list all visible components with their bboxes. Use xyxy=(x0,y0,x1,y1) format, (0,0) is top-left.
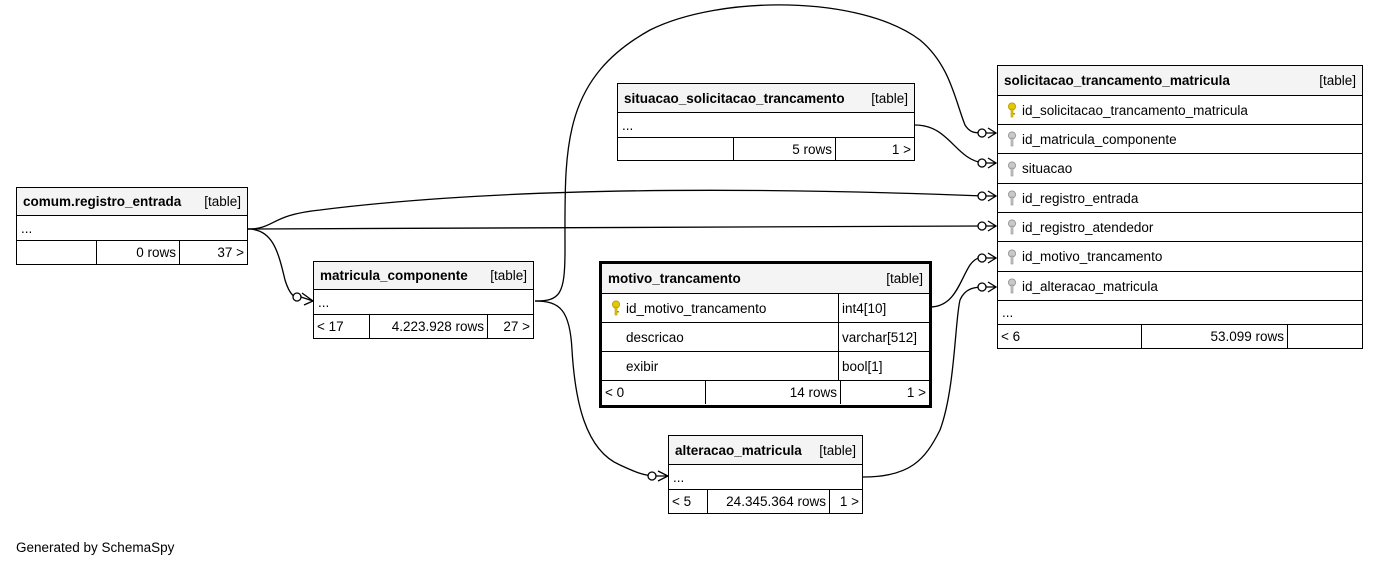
table-matricula-componente[interactable]: matricula_componente [table] ... < 17 4.… xyxy=(313,261,534,339)
column-type: varchar[512] xyxy=(838,323,925,351)
column-name: exibir xyxy=(626,358,659,374)
stat-children: 1 > xyxy=(906,385,926,400)
stat-children xyxy=(1288,325,1362,348)
stats-row: < 0 14 rows 1 > xyxy=(602,381,929,404)
column-row[interactable]: id_alteracao_matricula xyxy=(998,272,1362,301)
edge-alteracao-fk xyxy=(862,286,985,478)
stat-rows: 5 rows xyxy=(734,138,836,160)
table-header[interactable]: alteracao_matricula [table] xyxy=(669,436,862,465)
stats-row: 5 rows 1 > xyxy=(618,138,914,160)
edge-matricula-componente xyxy=(534,4,985,302)
table-header[interactable]: motivo_trancamento [table] xyxy=(602,264,929,294)
column-row[interactable]: id_motivo_trancamento int4[10] xyxy=(602,294,929,323)
table-type: [table] xyxy=(819,442,856,458)
table-header[interactable]: comum.registro_entrada [table] xyxy=(17,188,247,216)
stat-children: 27 > xyxy=(503,319,530,334)
column-name: id_matricula_componente xyxy=(1022,131,1177,147)
column-name: id_alteracao_matricula xyxy=(1022,278,1158,294)
stats-row: < 5 24.345.364 rows 1 > xyxy=(669,490,862,513)
edge-situacao xyxy=(914,124,985,164)
stat-parents: < 5 xyxy=(669,490,708,513)
table-type: [table] xyxy=(1319,73,1356,88)
stat-rows: 14 rows xyxy=(706,381,841,404)
column-row[interactable]: situacao xyxy=(998,154,1362,184)
stat-parents xyxy=(17,241,97,264)
table-name: solicitacao_trancamento_matricula xyxy=(1004,73,1230,88)
foreign-key-icon xyxy=(1006,278,1018,294)
edge-registro-matricula xyxy=(247,228,301,299)
column-name: id_registro_entrada xyxy=(1022,190,1139,206)
column-row[interactable]: id_matricula_componente xyxy=(998,125,1362,154)
stat-rows: 4.223.928 rows xyxy=(370,315,488,338)
table-name: alteracao_matricula xyxy=(675,442,802,458)
column-name: id_solicitacao_trancamento_matricula xyxy=(1022,102,1248,118)
table-solicitacao-trancamento-matricula[interactable]: solicitacao_trancamento_matricula [table… xyxy=(997,65,1363,349)
column-name: id_motivo_trancamento xyxy=(626,300,767,316)
foreign-key-icon xyxy=(1006,249,1018,265)
ellipsis-row: ... xyxy=(998,301,1362,325)
table-name: motivo_trancamento xyxy=(608,271,741,286)
primary-key-icon xyxy=(1006,102,1018,118)
column-type: bool[1] xyxy=(838,352,925,380)
column-row[interactable]: descricao varchar[512] xyxy=(602,323,929,352)
table-type: [table] xyxy=(886,271,923,286)
column-name: id_registro_atendedor xyxy=(1022,219,1154,235)
stats-row: < 17 4.223.928 rows 27 > xyxy=(314,315,533,338)
foreign-key-icon xyxy=(1006,131,1018,147)
stat-children: 1 > xyxy=(839,494,859,509)
column-row[interactable]: id_registro_atendedor xyxy=(998,213,1362,242)
column-type: int4[10] xyxy=(838,294,925,322)
table-alteracao-matricula[interactable]: alteracao_matricula [table] ... < 5 24.3… xyxy=(668,435,863,514)
table-motivo-trancamento[interactable]: motivo_trancamento [table] id_motivo_tra… xyxy=(599,261,932,408)
table-header[interactable]: situacao_solicitacao_trancamento [table] xyxy=(618,84,914,113)
stat-rows: 24.345.364 rows xyxy=(708,490,830,513)
stat-parents: < 0 xyxy=(602,381,706,404)
foreign-key-icon xyxy=(1006,161,1018,177)
generated-by-footer: Generated by SchemaSpy xyxy=(16,540,175,555)
table-name: situacao_solicitacao_trancamento xyxy=(624,90,845,106)
column-row[interactable]: id_solicitacao_trancamento_matricula xyxy=(998,96,1362,125)
edge-registro-atendedor xyxy=(247,225,985,230)
ellipsis-row: ... xyxy=(17,216,247,241)
table-header[interactable]: matricula_componente [table] xyxy=(314,262,533,290)
stats-row: < 6 53.099 rows xyxy=(998,325,1362,348)
table-header[interactable]: solicitacao_trancamento_matricula [table… xyxy=(998,66,1362,96)
table-comum-registro-entrada[interactable]: comum.registro_entrada [table] ... 0 row… xyxy=(16,187,248,265)
stat-children: 37 > xyxy=(217,245,244,260)
ellipsis-row: ... xyxy=(669,465,862,490)
primary-key-icon xyxy=(610,300,622,316)
stat-rows: 53.099 rows xyxy=(1142,325,1288,348)
stat-parents xyxy=(618,138,734,160)
edge-alteracao xyxy=(534,300,656,477)
edge-registro-entrada xyxy=(247,189,985,230)
column-row[interactable]: exibir bool[1] xyxy=(602,352,929,381)
column-name: situacao xyxy=(1022,161,1073,176)
edge-motivo xyxy=(929,256,985,308)
table-name: comum.registro_entrada xyxy=(23,194,182,209)
table-type: [table] xyxy=(490,268,527,283)
foreign-key-icon xyxy=(1006,190,1018,206)
stat-parents: < 6 xyxy=(998,325,1142,348)
stat-children: 1 > xyxy=(891,141,911,157)
table-type: [table] xyxy=(871,90,908,106)
table-name: matricula_componente xyxy=(320,268,468,283)
column-name: id_motivo_trancamento xyxy=(1022,249,1163,264)
ellipsis-row: ... xyxy=(314,290,533,315)
table-type: [table] xyxy=(204,194,241,209)
column-name: descricao xyxy=(626,329,684,345)
stats-row: 0 rows 37 > xyxy=(17,241,247,264)
ellipsis-row: ... xyxy=(618,113,914,138)
table-situacao-solicitacao-trancamento[interactable]: situacao_solicitacao_trancamento [table]… xyxy=(617,83,915,161)
foreign-key-icon xyxy=(1006,219,1018,235)
stat-parents: < 17 xyxy=(314,315,370,338)
stat-rows: 0 rows xyxy=(97,241,180,264)
column-row[interactable]: id_motivo_trancamento xyxy=(998,242,1362,272)
column-row[interactable]: id_registro_entrada xyxy=(998,184,1362,213)
